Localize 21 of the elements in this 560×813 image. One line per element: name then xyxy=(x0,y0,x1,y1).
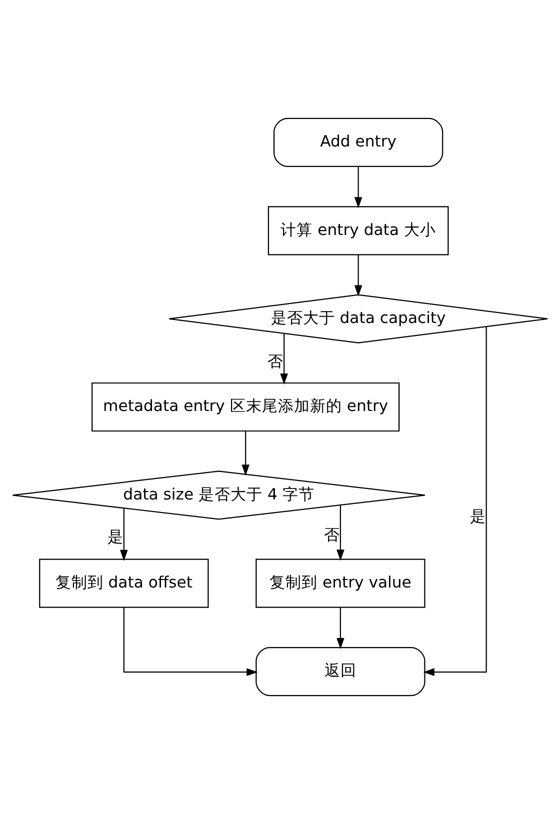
edge-label: 否 xyxy=(268,352,284,370)
arrow xyxy=(336,606,344,649)
node-diamond: 是否大于 data capacity xyxy=(168,294,548,343)
node-box: metadata entry 区末尾添加新的 entry xyxy=(92,382,400,432)
edge-label: 是 xyxy=(470,506,486,525)
node-box: 返回 xyxy=(256,646,426,696)
node-box: 复制到 data offset xyxy=(39,558,209,608)
node-box: Add entry xyxy=(273,117,444,167)
arrow xyxy=(423,326,487,676)
arrow xyxy=(280,333,288,384)
arrow xyxy=(123,607,258,676)
arrow xyxy=(354,166,362,208)
arrow xyxy=(336,504,344,560)
arrow xyxy=(120,508,128,560)
node-diamond: data size 是否大于 4 字节 xyxy=(12,470,426,520)
edge-label: 否 xyxy=(324,526,340,544)
node-box: 复制到 entry value xyxy=(256,558,426,608)
arrow xyxy=(242,430,250,476)
node-box: 计算 entry data 大小 xyxy=(268,206,449,255)
arrow xyxy=(354,254,362,296)
edge-label: 是 xyxy=(108,527,124,546)
